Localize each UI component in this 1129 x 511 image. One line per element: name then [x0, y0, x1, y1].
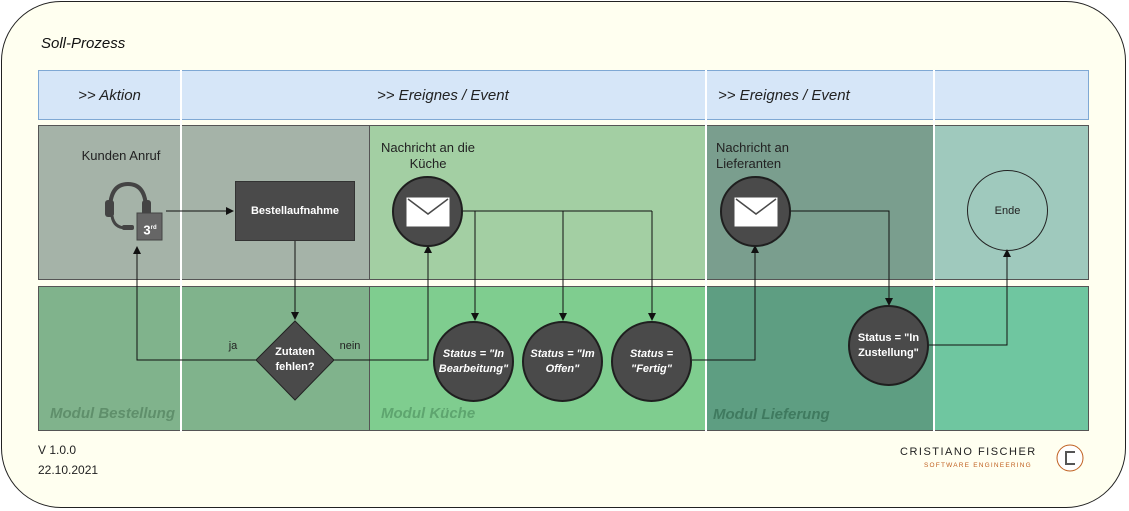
status-fertig-line2: "Fertig" — [630, 362, 672, 375]
nachricht-kueche-label-line2: Küche — [409, 156, 447, 171]
third-party-badge-sup: rd — [150, 225, 157, 231]
header-aktion-label: >> Aktion — [78, 86, 141, 104]
decision-label: Zutaten fehlen? — [260, 345, 330, 375]
nachricht-kueche-label: Nachricht an die Küche — [370, 140, 486, 172]
status-in-zustellung-line2: Zustellung" — [858, 346, 919, 359]
nachricht-lieferanten-label-line2: Lieferanten — [716, 156, 782, 171]
status-fertig-node: Status = "Fertig" — [611, 321, 692, 402]
date-label: 22.10.2021 — [38, 463, 99, 477]
flow-zutaten-ja — [133, 246, 258, 361]
header-aktion: >> Aktion — [38, 70, 181, 120]
third-party-badge-number: 3 — [143, 222, 151, 238]
decision-diamond — [255, 320, 335, 401]
branch-label-ja: ja — [228, 340, 238, 352]
ende-node: Ende — [967, 170, 1048, 251]
brand-subtitle: SOFTWARE ENGINEERING — [924, 462, 1032, 469]
status-im-offen-line2: Offen" — [545, 362, 580, 375]
envelope-icon — [734, 197, 777, 226]
branch-label-nein: nein — [339, 340, 361, 352]
ende-label: Ende — [994, 204, 1021, 217]
status-fertig-line1: Status = — [629, 347, 674, 360]
header-event-kueche-label: >> Ereignes / Event — [377, 86, 509, 104]
status-in-bearbeitung-node: Status = "In Bearbeitung" — [433, 321, 514, 402]
status-in-bearbeitung-line2: Bearbeitung" — [438, 362, 509, 375]
status-im-offen-line1: Status = "Im — [530, 347, 595, 360]
column-divider-1 — [180, 70, 182, 432]
header-event-kueche: >> Ereignes / Event — [181, 70, 706, 120]
status-in-zustellung-node: Status = "In Zustellung" — [848, 305, 929, 386]
flow-fertig-to-lieferanten — [692, 245, 759, 361]
header-event-lieferung: >> Ereignes / Event — [706, 70, 934, 120]
flow-lieferanten-to-zustellung — [790, 210, 893, 306]
nachricht-kueche-node — [392, 176, 463, 247]
third-party-badge: 3rd — [139, 217, 161, 239]
module-label-bestellung: Modul Bestellung — [50, 405, 175, 422]
status-in-bearbeitung-line1: Status = "In — [442, 347, 505, 360]
nachricht-lieferanten-label-line1: Nachricht an — [716, 140, 789, 155]
brand-name: CRISTIANO FISCHER — [900, 446, 1037, 458]
flow-zutaten-nein — [333, 245, 432, 361]
nachricht-kueche-label-line1: Nachricht an die — [381, 140, 475, 155]
column-divider-2 — [705, 70, 707, 432]
kunden-anruf-label: Kunden Anruf — [81, 148, 161, 163]
bestellaufnahme-box: Bestellaufnahme — [235, 181, 355, 241]
header-event-lieferung-label: >> Ereignes / Event — [718, 86, 850, 104]
header-ende — [934, 70, 1089, 120]
module-label-lieferung: Modul Lieferung — [713, 406, 830, 423]
module-label-kueche: Modul Küche — [381, 405, 476, 422]
version-label: V 1.0.0 — [38, 443, 77, 457]
status-in-zustellung-line1: Status = "In — [857, 331, 920, 344]
decision-label-line1: Zutaten — [275, 346, 315, 358]
nachricht-lieferanten-label: Nachricht an Lieferanten — [716, 140, 800, 172]
nachricht-lieferanten-node — [720, 176, 791, 247]
diagram-title: Soll-Prozess — [41, 35, 126, 52]
flow-zustellung-to-ende — [929, 249, 1011, 346]
envelope-icon — [406, 197, 449, 226]
column-divider-3 — [933, 70, 935, 432]
status-im-offen-node: Status = "Im Offen" — [522, 321, 603, 402]
decision-label-line2: fehlen? — [275, 361, 315, 373]
